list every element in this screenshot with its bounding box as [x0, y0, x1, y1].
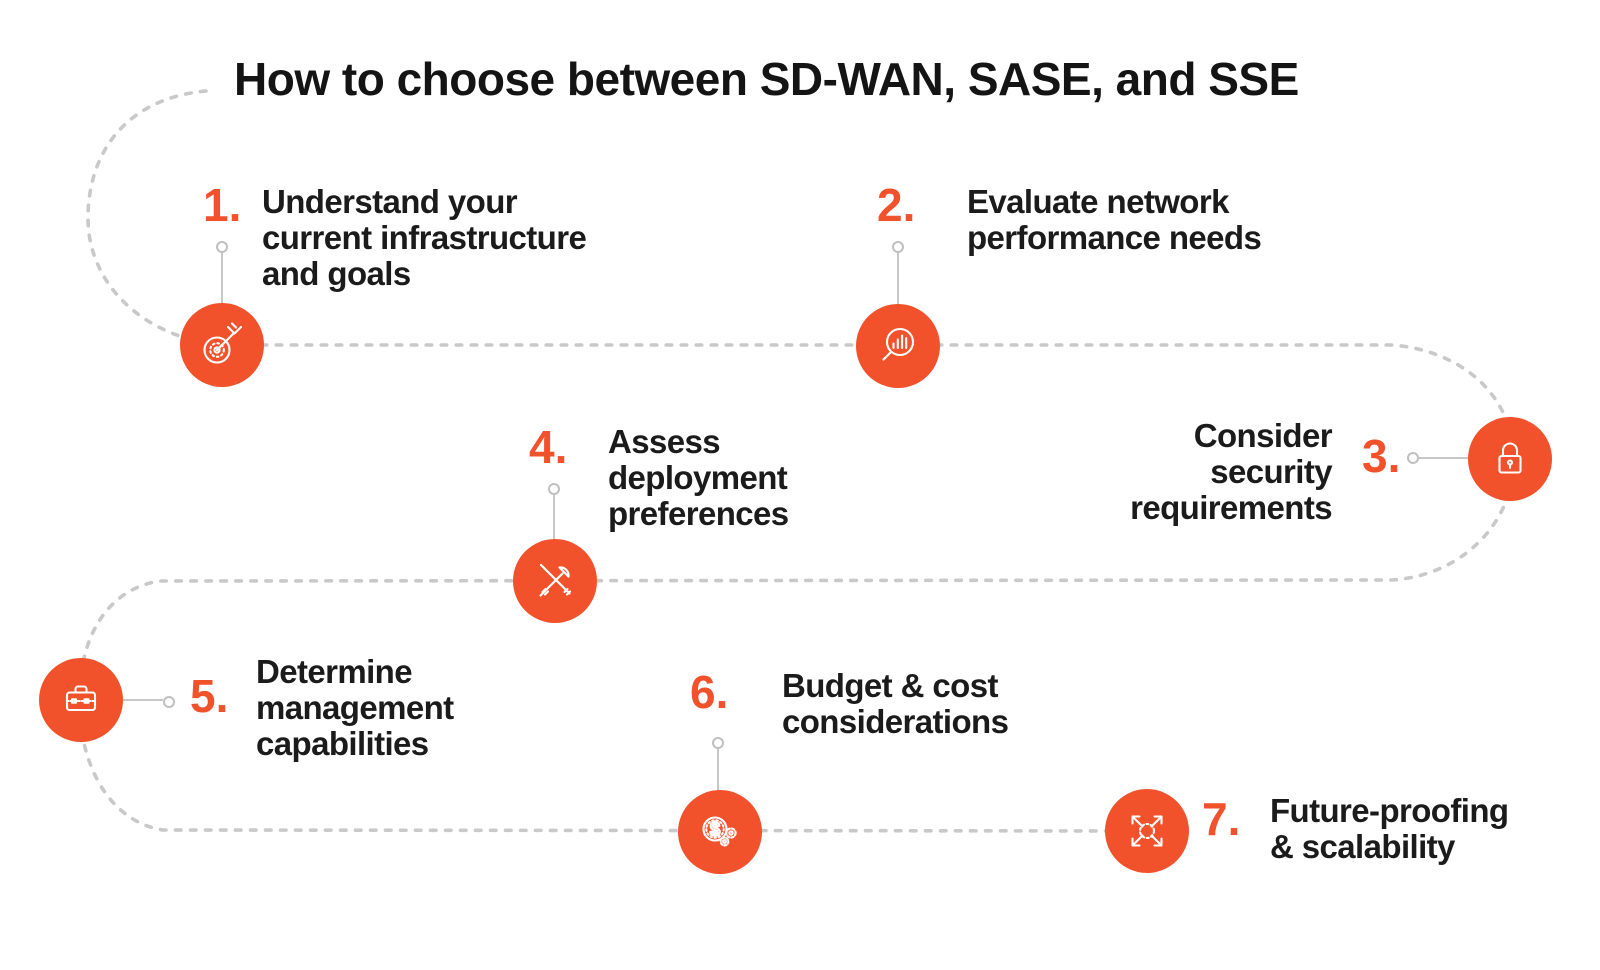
svg-text:$: $ — [710, 820, 720, 840]
step-4-line-1: Assess — [608, 423, 721, 460]
step-4-text: Assess deployment preferences — [608, 424, 789, 532]
step-3-number: 3. — [1362, 430, 1401, 482]
step-1-number: 1. — [203, 179, 242, 231]
tools-icon — [539, 563, 572, 597]
step-3-connector-line — [1419, 457, 1469, 459]
step-4-connector-line — [553, 495, 555, 540]
step-3-line-3: requirements — [1130, 489, 1332, 526]
step-7-badge — [1105, 789, 1189, 873]
page-title: How to choose between SD-WAN, SASE, and … — [234, 53, 1299, 105]
step-6-badge: $ — [678, 790, 762, 874]
step-1-text: Understand your current infrastructure a… — [262, 183, 587, 292]
step-7-text: Future-proofing & scalability — [1270, 792, 1509, 865]
step-6-connector-dot — [712, 737, 724, 749]
briefcase-icon — [65, 685, 97, 712]
step-6-line-2: considerations — [782, 703, 1009, 740]
step-1-line-1: Understand your — [262, 183, 518, 220]
step-6-text: Budget & cost considerations — [782, 667, 1009, 740]
step-1-badge — [180, 303, 264, 387]
step-7-number: 7. — [1202, 793, 1241, 845]
step-5-connector-dot — [163, 696, 175, 708]
step-1-connector-dot — [216, 241, 228, 253]
search-chart-icon — [882, 327, 915, 361]
step-6-number: 6. — [690, 666, 729, 718]
step-6-line-1: Budget & cost — [782, 667, 998, 704]
step-2-line-1: Evaluate network — [967, 183, 1229, 220]
step-3-text: Consider security requirements — [1130, 418, 1332, 526]
expand-arrows-icon — [1131, 815, 1163, 847]
step-3-line-2: security — [1210, 453, 1332, 490]
step-2-badge — [856, 304, 940, 388]
step-3-connector-dot — [1407, 452, 1419, 464]
target-dart-icon — [203, 322, 243, 364]
step-2-line-2: performance needs — [967, 219, 1262, 256]
step-2-connector-dot — [892, 241, 904, 253]
step-5-badge — [39, 658, 123, 742]
step-6-connector-line — [717, 749, 719, 791]
step-4-connector-dot — [548, 483, 560, 495]
step-7-line-2: & scalability — [1270, 828, 1455, 865]
step-1-connector-line — [221, 253, 223, 304]
padlock-icon — [1498, 442, 1522, 474]
step-4-line-3: preferences — [608, 495, 789, 532]
step-1-line-3: and goals — [262, 255, 411, 292]
step-2-connector-line — [897, 253, 899, 305]
step-4-number: 4. — [529, 421, 568, 473]
step-1-line-2: current infrastructure — [262, 219, 587, 256]
step-5-number: 5. — [190, 670, 229, 722]
step-2-text: Evaluate network performance needs — [967, 183, 1262, 256]
step-5-line-1: Determine — [256, 653, 413, 690]
step-4-badge — [513, 539, 597, 623]
step-5-line-3: capabilities — [256, 725, 429, 762]
step-5-text: Determine management capabilities — [256, 654, 454, 762]
step-5-line-2: management — [256, 689, 454, 726]
step-5-connector-line — [123, 699, 163, 701]
step-3-badge — [1468, 417, 1552, 501]
step-4-line-2: deployment — [608, 459, 788, 496]
step-2-number: 2. — [877, 179, 916, 231]
dollar-gears-icon: $ — [702, 816, 737, 847]
step-3-line-1: Consider — [1193, 417, 1333, 454]
step-7-line-1: Future-proofing — [1270, 792, 1509, 829]
